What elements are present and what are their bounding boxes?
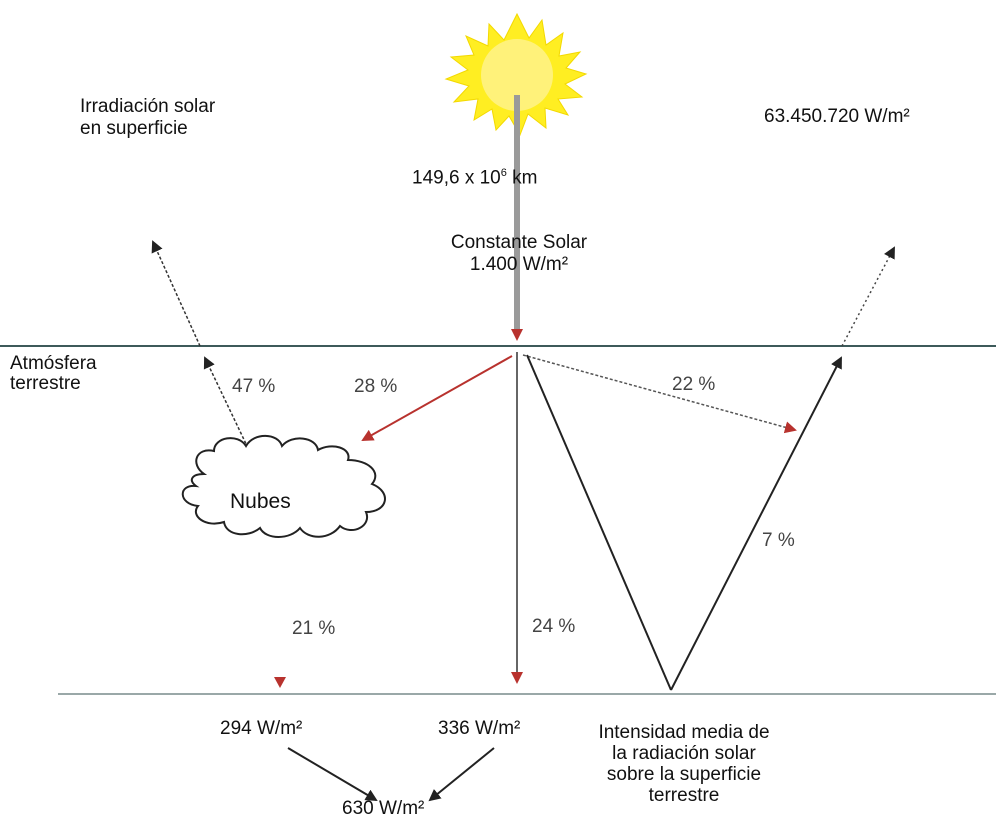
value-630: 630 W/m² <box>342 798 425 819</box>
distance-label: 149,6 x 106 km <box>412 162 537 189</box>
top-right-value: 63.450.720 W/m² <box>764 106 910 127</box>
nubes-label: Nubes <box>230 490 291 513</box>
distance-unit: km <box>506 167 538 189</box>
atmosfera-label: Atmósfera terrestre <box>10 354 97 394</box>
marker-21-percent <box>274 677 286 688</box>
intensidad-line2: la radiación solar <box>612 743 756 764</box>
arrow-reflected-right <box>841 246 895 347</box>
arrow-22-percent <box>522 354 797 434</box>
constante-line2: 1.400 W/m² <box>469 254 569 275</box>
arrow-7-percent <box>670 356 842 691</box>
atmosfera-line2: terrestre <box>10 373 81 394</box>
constante-solar-label: Constante Solar 1.400 W/m² <box>404 232 634 276</box>
constante-line1: Constante Solar <box>450 232 588 253</box>
value-336: 336 W/m² <box>438 718 521 739</box>
irradiacion-label: Irradiación solar en superficie <box>80 96 215 140</box>
beam-arrowhead <box>511 329 523 341</box>
sun-icon <box>444 12 588 137</box>
value-294: 294 W/m² <box>220 718 303 739</box>
percent-22: 22 % <box>672 374 716 395</box>
intensidad-line4: terrestre <box>648 785 720 806</box>
cloud-icon <box>181 434 386 538</box>
irradiacion-line1: Irradiación solar <box>80 96 216 117</box>
intensidad-line1: Intensidad media de <box>598 722 770 743</box>
percent-28: 28 % <box>354 376 398 397</box>
distance-prefix: 149,6 x 10 <box>412 167 501 189</box>
irradiacion-line2: en superficie <box>80 118 188 139</box>
arrow-336-to-630 <box>428 747 495 802</box>
arrow-28-percent <box>361 355 513 441</box>
intensidad-label: Intensidad media de la radiación solar s… <box>554 722 814 806</box>
percent-21: 21 % <box>292 618 336 639</box>
percent-7: 7 % <box>762 530 795 551</box>
arrow-reflected-left <box>151 240 201 347</box>
atmosfera-line1: Atmósfera <box>10 353 97 374</box>
distance-exponent: 6 <box>500 167 507 179</box>
arrow-24-head <box>511 672 523 684</box>
percent-24: 24 % <box>532 616 576 637</box>
percent-47: 47 % <box>232 376 276 397</box>
arrow-47-percent <box>203 356 249 449</box>
arrow-294-to-630 <box>287 747 378 802</box>
intensidad-line3: sobre la superficie <box>606 764 762 785</box>
v-line-down <box>526 354 672 691</box>
